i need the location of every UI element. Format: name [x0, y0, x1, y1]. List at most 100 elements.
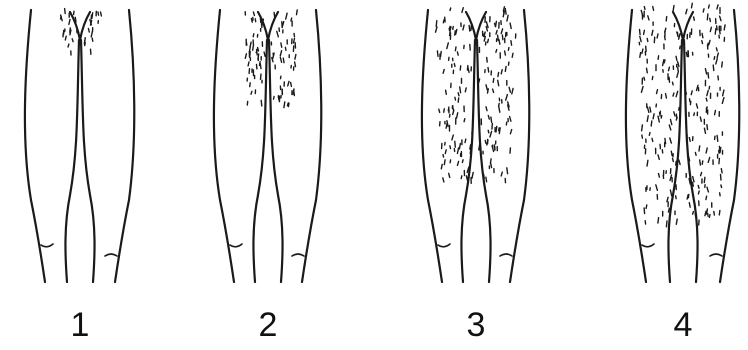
hair-mark: [455, 97, 456, 100]
hair-mark: [709, 40, 710, 44]
hair-mark: [283, 58, 284, 63]
hair-mark: [456, 30, 457, 35]
hair-mark: [721, 185, 722, 188]
hair-mark: [465, 139, 466, 143]
hair-mark: [657, 90, 658, 94]
hair-mark: [653, 114, 654, 119]
hair-mark: [700, 160, 701, 165]
hair-mark: [704, 128, 705, 133]
hair-mark: [493, 78, 494, 82]
hair-mark: [666, 17, 667, 21]
hair-mark: [676, 161, 677, 165]
panel-number-label: 3: [467, 306, 486, 344]
hair-mark: [479, 144, 480, 150]
hair-mark: [657, 34, 658, 38]
hair-mark: [486, 107, 487, 111]
hair-mark: [702, 161, 703, 164]
hair-mark: [722, 98, 724, 104]
hair-mark: [488, 39, 489, 42]
hair-mark: [510, 130, 511, 134]
hair-mark: [261, 100, 262, 106]
hair-mark: [706, 98, 707, 101]
hair-mark: [465, 88, 466, 92]
hair-mark: [498, 80, 499, 85]
hair-mark: [487, 57, 488, 62]
hair-mark: [673, 6, 674, 12]
hair-mark: [703, 9, 704, 12]
panel-number-label: 4: [674, 306, 693, 344]
hair-mark: [436, 27, 438, 32]
hair-mark: [669, 125, 671, 130]
hair-mark: [444, 160, 445, 165]
hair-mark: [455, 47, 456, 51]
hair-mark: [695, 152, 696, 155]
hair-mark: [679, 34, 681, 40]
hair-mark: [713, 65, 714, 70]
hair-mark: [61, 16, 62, 19]
right-leg-outer-contour: [302, 10, 321, 282]
right-knee-mark: [710, 254, 722, 256]
hair-mark: [702, 41, 703, 44]
hair-mark: [250, 52, 251, 58]
hair-mark: [705, 69, 706, 74]
hair-mark: [496, 31, 497, 35]
hair-mark: [665, 28, 666, 32]
hair-mark: [501, 70, 502, 74]
hair-mark: [253, 47, 254, 51]
hair-mark: [689, 138, 690, 142]
hair-mark: [286, 13, 287, 19]
left-leg-inner-contour: [668, 40, 682, 282]
hair-mark: [507, 168, 508, 174]
hair-mark: [644, 208, 645, 214]
hair-mark: [669, 67, 670, 71]
hair-mark: [676, 117, 677, 120]
hair-mark: [668, 208, 669, 212]
hair-mark: [498, 35, 499, 40]
hair-mark: [693, 177, 694, 182]
hair-mark: [647, 107, 649, 113]
hair-mark: [452, 135, 453, 140]
hair-mark: [702, 34, 703, 38]
hair-mark: [69, 19, 70, 24]
right-leg-outer-contour: [115, 10, 134, 282]
hair-mark: [652, 138, 653, 141]
hair-mark: [673, 158, 674, 161]
hair-mark: [506, 122, 507, 125]
panel-number-label: 2: [259, 306, 278, 344]
hair-mark: [694, 17, 695, 20]
hair-mark: [678, 68, 679, 72]
hair-mark: [656, 185, 658, 191]
hair-mark: [700, 117, 701, 121]
hair-mark: [719, 158, 720, 163]
hair-mark: [653, 7, 654, 11]
right-knee-mark: [105, 254, 117, 256]
hair-mark: [718, 76, 719, 80]
hair-mark: [715, 29, 716, 34]
hair-mark: [261, 74, 262, 79]
hair-mark: [658, 56, 659, 60]
leg-panel-1: 1: [25, 9, 134, 344]
hair-mark: [698, 186, 699, 189]
hair-mark: [644, 30, 645, 34]
hair-mark: [665, 36, 666, 40]
hair-mark: [297, 10, 298, 15]
left-leg-inner-contour: [65, 40, 79, 282]
hair-mark: [707, 125, 708, 130]
hair-mark: [72, 39, 73, 42]
hair-mark: [257, 50, 258, 55]
hair-mark: [699, 146, 700, 151]
hair-mark: [694, 113, 695, 116]
hair-mark: [658, 116, 659, 122]
hair-mark: [706, 196, 707, 199]
hair-mark: [446, 90, 447, 94]
hair-mark: [686, 91, 687, 94]
hair-mark: [719, 211, 720, 215]
hair-mark: [666, 221, 667, 227]
hair-mark: [647, 38, 648, 41]
hair-mark: [274, 97, 275, 100]
hair-mark: [462, 160, 463, 163]
left-knee-mark: [230, 244, 242, 247]
hair-mark: [264, 52, 265, 56]
hair-mark: [258, 48, 259, 52]
